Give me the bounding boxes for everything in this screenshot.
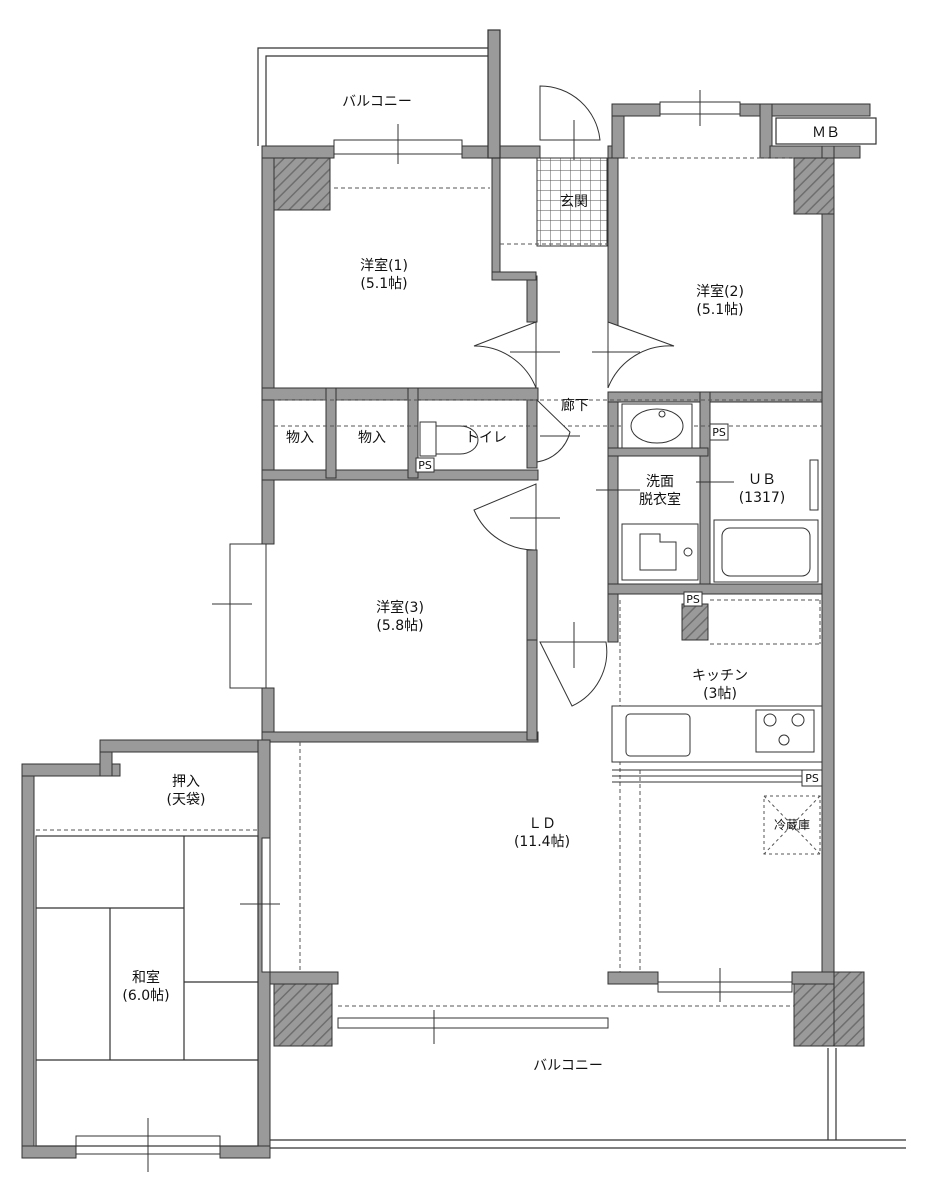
ps-boxes [415,423,823,787]
label-ld-size: (11.4帖) [514,834,570,850]
label-storage-b: 物入 [358,430,386,446]
mb-box [775,117,877,145]
washing-machine-pan [621,523,699,581]
washbasin [621,403,693,449]
label-western3-name: 洋室(3) [376,599,424,616]
label-oshiire-name: 押入 [172,774,200,790]
fridge-space [763,795,821,855]
label-ub-size: (1317) [739,490,786,506]
label-western2-name: 洋室(2) [696,283,744,300]
balcony-top-outline [257,29,501,159]
label-ps-3: PS [686,593,700,606]
entrance-floor [536,157,608,247]
label-mb: ＭＢ [812,125,840,141]
label-storage-a: 物入 [286,430,314,446]
label-western1-name: 洋室(1) [360,257,408,274]
door-swings [473,85,675,707]
label-ps-2: PS [712,426,726,439]
label-washroom-name: 洗面 [646,474,674,490]
label-corridor: 廊下 [561,397,589,414]
label-western1-size: (5.1帖) [360,276,407,292]
label-washitsu-name: 和室 [132,969,160,986]
kitchen-counter [611,705,823,783]
label-western3-size: (5.8帖) [376,618,423,634]
label-kitchen-size: (3帖) [703,686,737,702]
label-balcony-bottom: バルコニー [533,1058,603,1074]
label-balcony-top: バルコニー [342,94,412,110]
label-ps-1: PS [418,459,432,472]
label-western2-size: (5.1帖) [696,302,743,318]
label-kitchen-name: キッチン [692,668,748,684]
label-washroom-sub: 脱衣室 [639,491,681,508]
label-ld-name: ＬＤ [528,816,556,832]
tatami-mats [35,835,259,1147]
label-ps-4: PS [805,772,819,785]
toilet-fixture [419,421,479,457]
label-washitsu-size: (6.0帖) [122,988,169,1004]
label-oshiire-sub: (天袋) [167,792,206,808]
bathtub [713,459,819,583]
balcony-bottom-outline [270,1048,906,1149]
label-entrance: 玄関 [560,193,588,210]
label-toilet: トイレ [465,430,507,446]
label-ub-name: ＵＢ [748,472,776,488]
door-markers [147,90,734,1172]
label-fridge: 冷蔵庫 [774,818,810,832]
structural-columns [273,157,865,1047]
